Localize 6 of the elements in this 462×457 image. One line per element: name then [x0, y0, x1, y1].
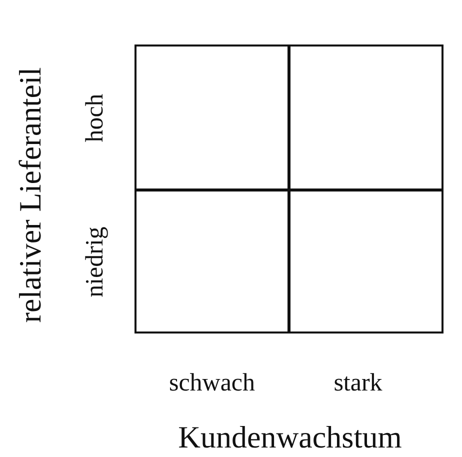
axis-title: Kundenwachstum: [178, 422, 402, 452]
axis-title: relativer Lieferanteil: [14, 67, 46, 323]
axis-value-label: schwach: [168, 370, 256, 396]
axis-value-label: hoch: [82, 94, 108, 142]
axis-value-label: niedrig: [82, 226, 108, 298]
axis-value-label: stark: [334, 370, 382, 396]
